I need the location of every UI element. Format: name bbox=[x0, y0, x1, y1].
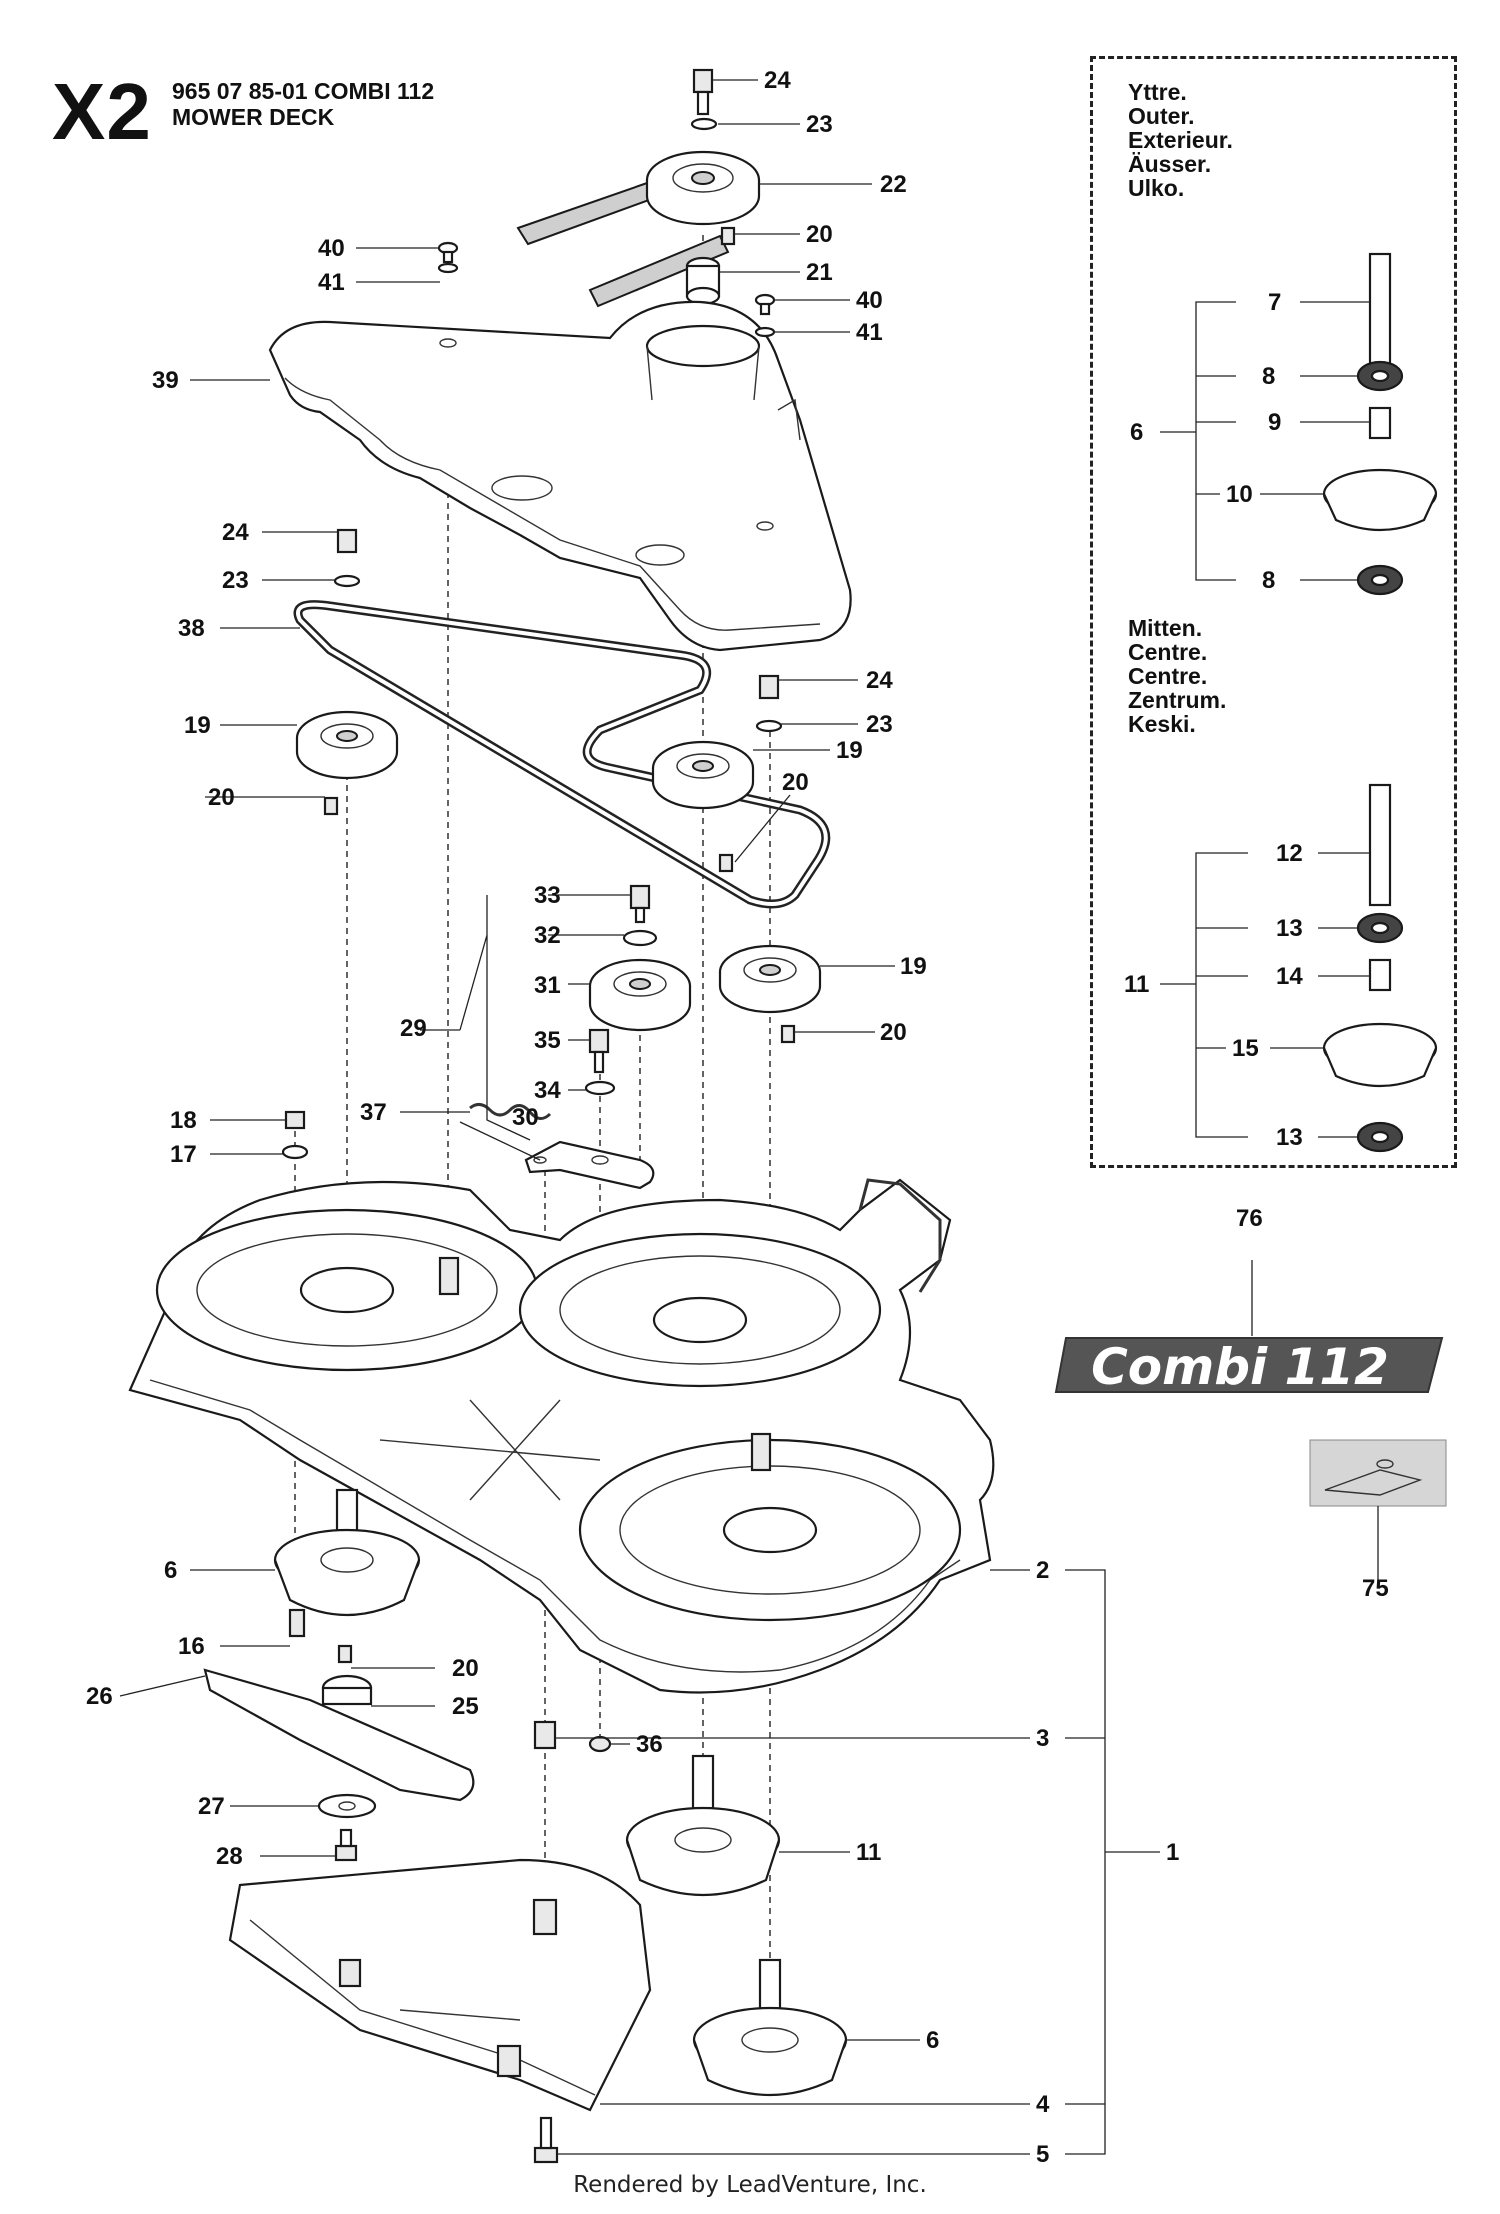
callout-11: 11 bbox=[1124, 971, 1149, 998]
badge-label: Combi 112 bbox=[1091, 1338, 1389, 1396]
idler-pulleys bbox=[295, 528, 822, 1044]
callout-2: 2 bbox=[1036, 1557, 1049, 1584]
callout-19: 19 bbox=[836, 737, 863, 764]
callout-25: 25 bbox=[452, 1693, 479, 1720]
callout-32: 32 bbox=[534, 922, 561, 949]
callout-36: 36 bbox=[636, 1731, 663, 1758]
callout-20: 20 bbox=[806, 221, 833, 248]
centre-label: Centre. bbox=[1128, 639, 1208, 665]
callout-18: 18 bbox=[170, 1107, 197, 1134]
callout-8: 8 bbox=[1262, 363, 1275, 390]
callout-24: 24 bbox=[764, 67, 791, 94]
section-code: X2 bbox=[52, 67, 152, 156]
callout-labels: 24 23 22 20 21 40 41 40 41 39 24 23 38 2… bbox=[86, 67, 1389, 2168]
callout-3: 3 bbox=[1036, 1725, 1049, 1752]
centre-spindle bbox=[625, 1754, 781, 1897]
callout-5: 5 bbox=[1036, 2141, 1049, 2168]
callout-23: 23 bbox=[866, 711, 893, 738]
callout-28: 28 bbox=[216, 1843, 243, 1870]
callout-15: 15 bbox=[1232, 1035, 1259, 1062]
callout-6: 6 bbox=[1130, 419, 1143, 446]
model-number: 965 07 85-01 COMBI 112 bbox=[172, 78, 435, 104]
combi-badge: Combi 112 bbox=[1054, 1337, 1444, 1396]
callout-29: 29 bbox=[400, 1015, 427, 1042]
callout-6: 6 bbox=[164, 1557, 177, 1584]
callout-19: 19 bbox=[184, 712, 211, 739]
assembly-title: MOWER DECK bbox=[172, 104, 335, 130]
callout-75: 75 bbox=[1362, 1575, 1389, 1602]
callout-11: 11 bbox=[856, 1839, 881, 1866]
left-spindle-blade bbox=[203, 1488, 475, 1862]
callout-9: 9 bbox=[1268, 409, 1281, 436]
callout-41: 41 bbox=[318, 269, 345, 296]
callout-10: 10 bbox=[1226, 481, 1253, 508]
callout-39: 39 bbox=[152, 367, 179, 394]
centre-label: Zentrum. bbox=[1128, 687, 1227, 713]
callout-23: 23 bbox=[222, 567, 249, 594]
callout-6: 6 bbox=[926, 2027, 939, 2054]
inset-spindle-parts bbox=[1322, 252, 1438, 1153]
callout-40: 40 bbox=[856, 287, 883, 314]
discharge-guard bbox=[228, 1858, 652, 2164]
callout-20: 20 bbox=[452, 1655, 479, 1682]
centre-label: Keski. bbox=[1128, 711, 1196, 737]
callout-26: 26 bbox=[86, 1683, 113, 1710]
callout-7: 7 bbox=[1268, 289, 1281, 316]
callout-30: 30 bbox=[512, 1104, 539, 1131]
outer-label: Ulko. bbox=[1128, 175, 1185, 201]
callout-8: 8 bbox=[1262, 567, 1275, 594]
outer-label: Outer. bbox=[1128, 103, 1195, 129]
right-spindle bbox=[692, 1958, 848, 2097]
callout-12: 12 bbox=[1276, 840, 1303, 867]
callout-16: 16 bbox=[178, 1633, 205, 1660]
callout-34: 34 bbox=[534, 1077, 561, 1104]
screws-40-41 bbox=[437, 241, 776, 338]
spindle-detail-inset bbox=[1090, 56, 1457, 1168]
callout-20: 20 bbox=[782, 769, 809, 796]
footer-credit: Rendered by LeadVenture, Inc. bbox=[573, 2172, 927, 2198]
callout-38: 38 bbox=[178, 615, 205, 642]
callout-4: 4 bbox=[1036, 2091, 1050, 2118]
callout-19: 19 bbox=[900, 953, 927, 980]
top-pulley-assembly bbox=[516, 68, 761, 308]
callout-20: 20 bbox=[880, 1019, 907, 1046]
callout-17: 17 bbox=[170, 1141, 197, 1168]
centre-label-group: Mitten. Centre. Centre. Zentrum. Keski. bbox=[1128, 616, 1226, 736]
callout-37: 37 bbox=[360, 1099, 387, 1126]
callout-13: 13 bbox=[1276, 1124, 1303, 1151]
callout-13: 13 bbox=[1276, 915, 1303, 942]
callout-1: 1 bbox=[1166, 1839, 1179, 1866]
callout-24: 24 bbox=[866, 667, 893, 694]
callout-22: 22 bbox=[880, 171, 907, 198]
deck-cover bbox=[268, 300, 852, 652]
callout-76: 76 bbox=[1236, 1205, 1263, 1232]
callout-24: 24 bbox=[222, 519, 249, 546]
centre-label: Mitten. bbox=[1128, 615, 1203, 641]
outer-label: Äusser. bbox=[1128, 151, 1212, 177]
centre-label: Centre. bbox=[1128, 663, 1208, 689]
callout-33: 33 bbox=[534, 882, 561, 909]
callout-14: 14 bbox=[1276, 963, 1303, 990]
outer-label: Yttre. bbox=[1128, 79, 1187, 105]
callout-31: 31 bbox=[534, 972, 561, 999]
mower-deck-housing bbox=[128, 1178, 995, 1694]
tensioner-assembly bbox=[469, 884, 692, 1190]
callout-23: 23 bbox=[806, 111, 833, 138]
drive-belt bbox=[293, 600, 831, 909]
callout-35: 35 bbox=[534, 1027, 561, 1054]
outer-label: Exterieur. bbox=[1128, 127, 1233, 153]
nut-36-pin-3 bbox=[533, 1720, 612, 1753]
decal-sticker bbox=[1309, 1439, 1447, 1507]
callout-27: 27 bbox=[198, 1793, 225, 1820]
outer-label-group: Yttre. Outer. Exterieur. Äusser. Ulko. bbox=[1128, 80, 1233, 200]
callout-21: 21 bbox=[806, 259, 833, 286]
callout-41: 41 bbox=[856, 319, 883, 346]
leader-lines bbox=[119, 79, 1379, 2155]
callout-40: 40 bbox=[318, 235, 345, 262]
callout-20: 20 bbox=[208, 784, 235, 811]
